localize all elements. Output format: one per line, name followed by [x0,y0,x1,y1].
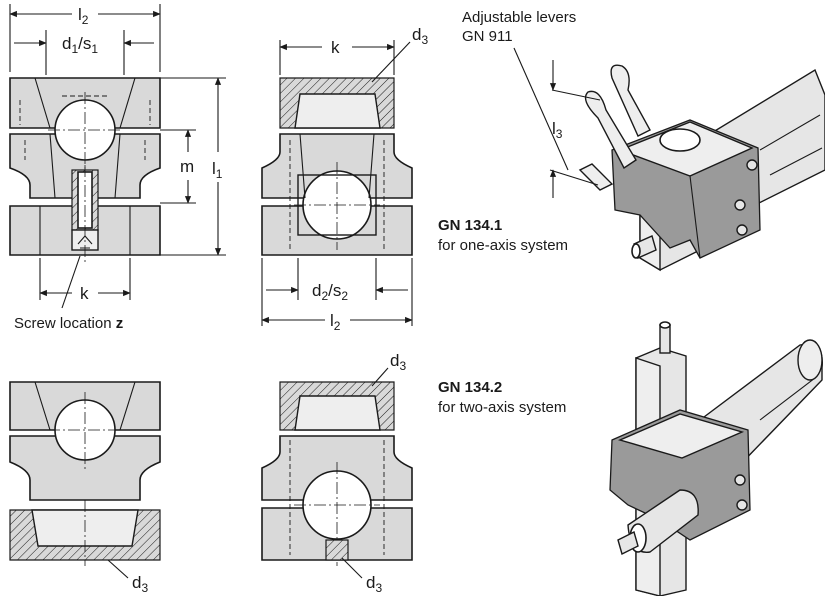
label-gn-911: GN 911 [462,28,513,45]
label-d2-s2: d2/s2 [312,281,348,303]
view-one-axis-front-section [9,4,226,309]
label-adjustable-levers: Adjustable levers [462,9,576,26]
label-l2-mid: l2 [330,311,341,333]
label-l2-top: l2 [78,5,89,27]
view-two-axis-side-section [261,367,413,579]
label-d3-mid: d3 [390,351,406,373]
label-d1-s1: d1/s1 [62,34,98,56]
label-l3: l3 [552,119,563,141]
label-gn-134-1: GN 134.1 [438,217,502,234]
label-d3-top: d3 [412,25,428,47]
label-gn-134-2: GN 134.2 [438,379,502,396]
label-one-axis-system: for one-axis system [438,237,568,254]
label-m: m [180,157,194,176]
label-screw-location: Screw location z [14,315,123,332]
label-k-top: k [331,38,340,57]
iso-two-axis-system [609,321,824,596]
label-k-left: k [80,284,89,303]
label-two-axis-system: for two-axis system [438,399,566,416]
label-d3-bottom-mid: d3 [366,573,382,595]
label-l1: l1 [212,159,223,181]
view-two-axis-front-section [9,381,161,579]
dimension-labels: l2 d1/s1 k d3 m l1 k d2/s2 l2 Screw loca… [14,5,563,595]
callout-labels: Adjustable levers GN 911 GN 134.1 for on… [438,9,576,416]
view-one-axis-side-section [261,40,413,326]
iso-one-axis-system [513,47,825,272]
label-d3-bottom-left: d3 [132,573,148,595]
